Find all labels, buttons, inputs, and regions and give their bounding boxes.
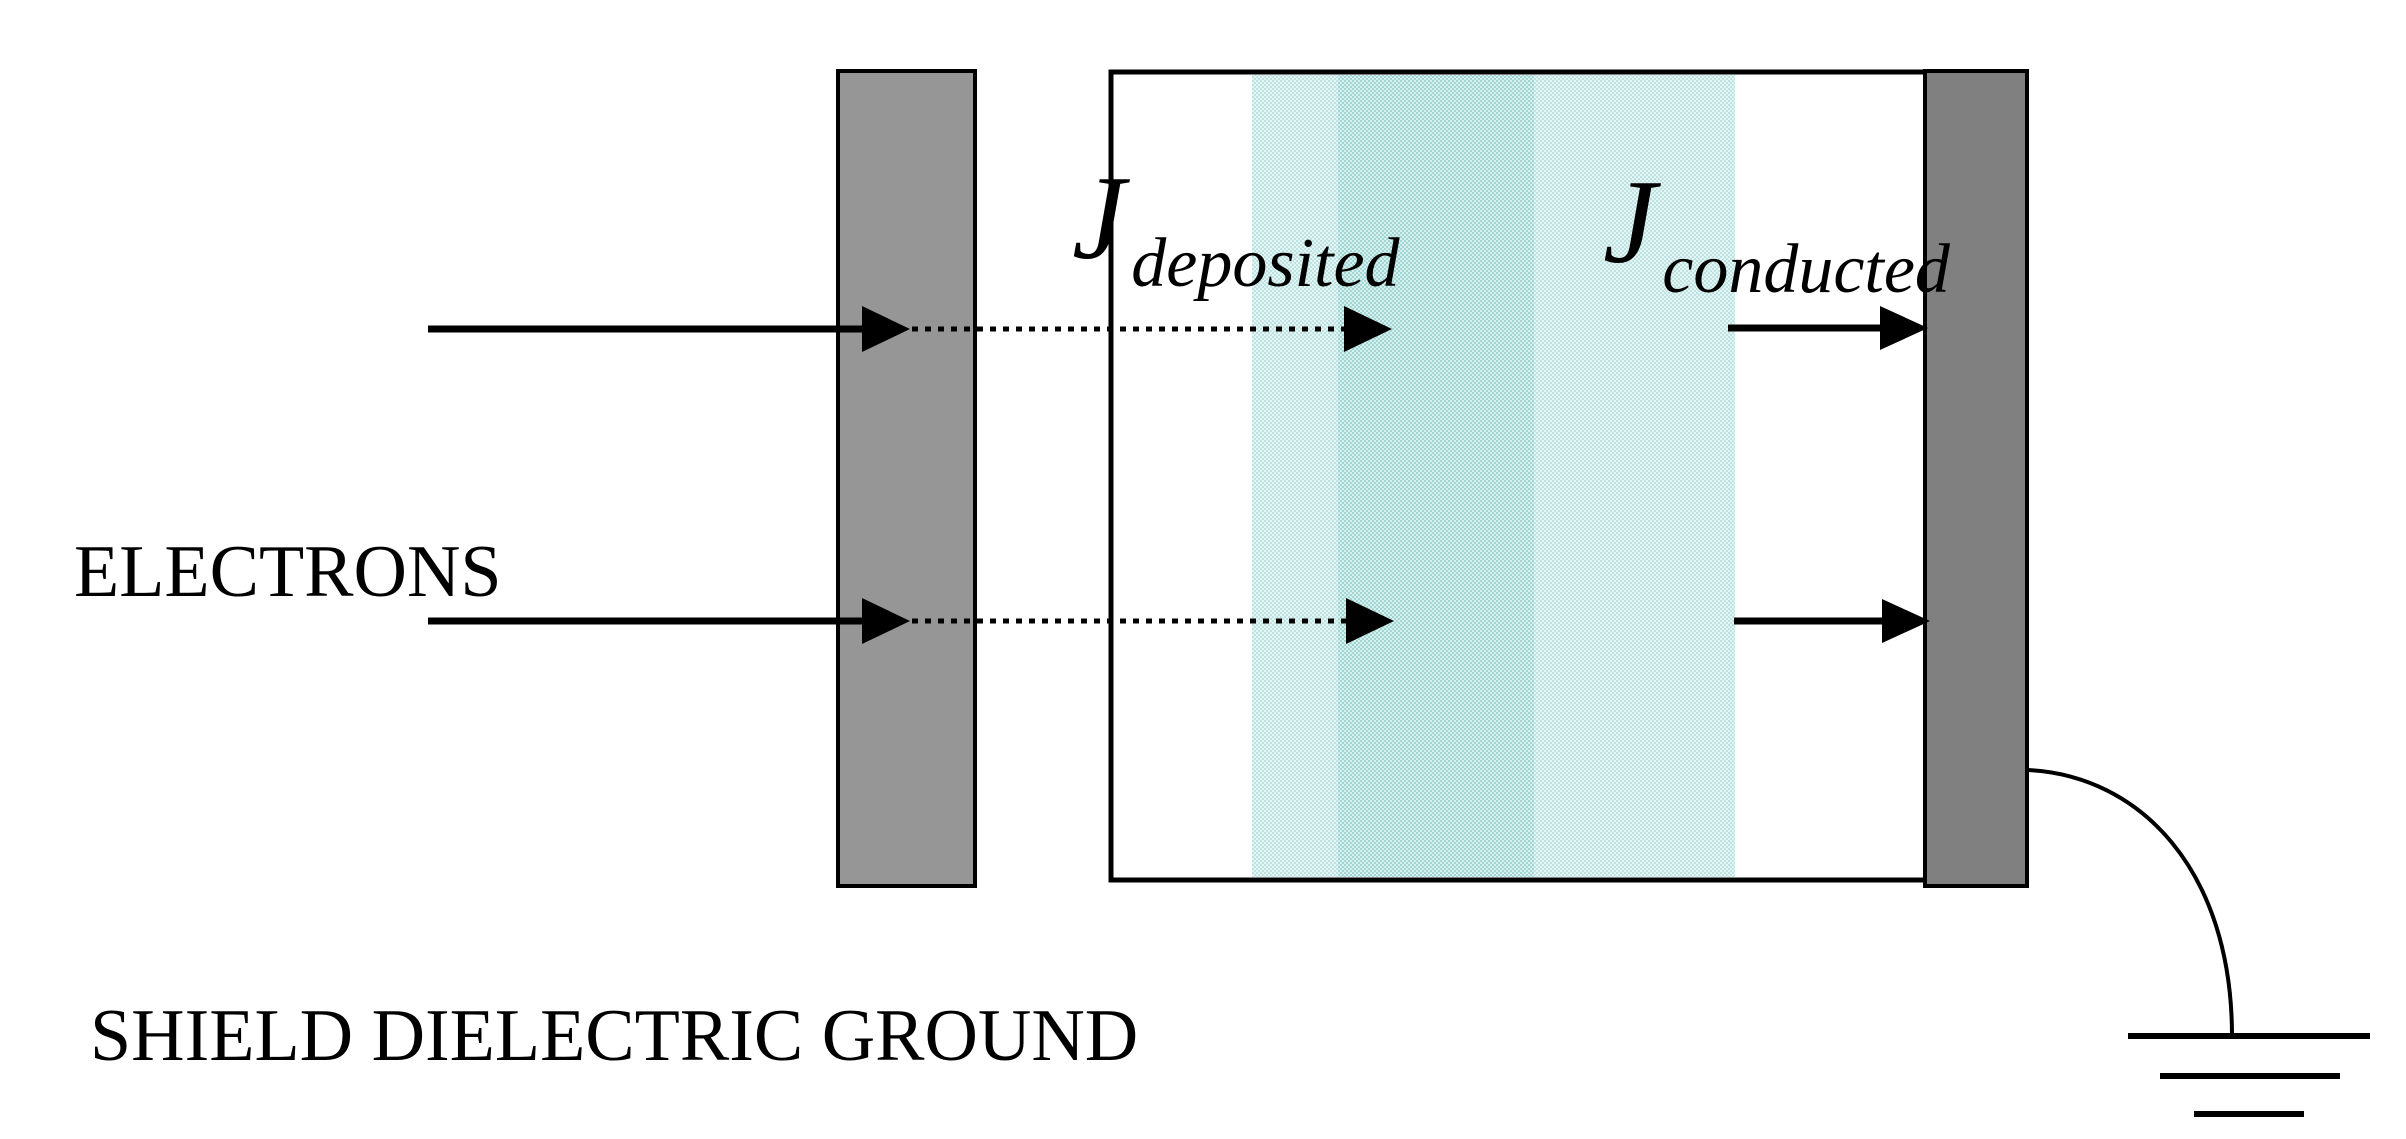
arrowhead-incoming-upper: [862, 306, 910, 352]
j-deposited-label: Jdeposited: [1072, 151, 1401, 302]
j-deposited-symbol: J: [1072, 151, 1130, 284]
bottom-caption: SHIELD DIELECTRIC GROUND: [90, 995, 1138, 1077]
arrowhead-incoming-lower: [862, 598, 910, 644]
j-deposited-subscript: deposited: [1131, 225, 1400, 302]
j-conducted-label: Jconducted: [1603, 155, 1951, 308]
ground-wire: [2026, 768, 2234, 1037]
j-conducted-symbol: J: [1603, 155, 1661, 288]
deposition-region-core: [1338, 75, 1534, 877]
arrowhead-conducted-lower: [1882, 599, 1930, 643]
electrons-label: ELECTRONS: [74, 531, 502, 613]
arrowhead-conducted-upper: [1880, 306, 1928, 350]
shield-plate: [836, 69, 977, 888]
ground-plate: [1923, 69, 2029, 888]
j-conducted-subscript: conducted: [1662, 231, 1951, 308]
arrowhead-deposited-lower: [1346, 598, 1394, 644]
arrowhead-deposited-upper: [1344, 306, 1392, 352]
